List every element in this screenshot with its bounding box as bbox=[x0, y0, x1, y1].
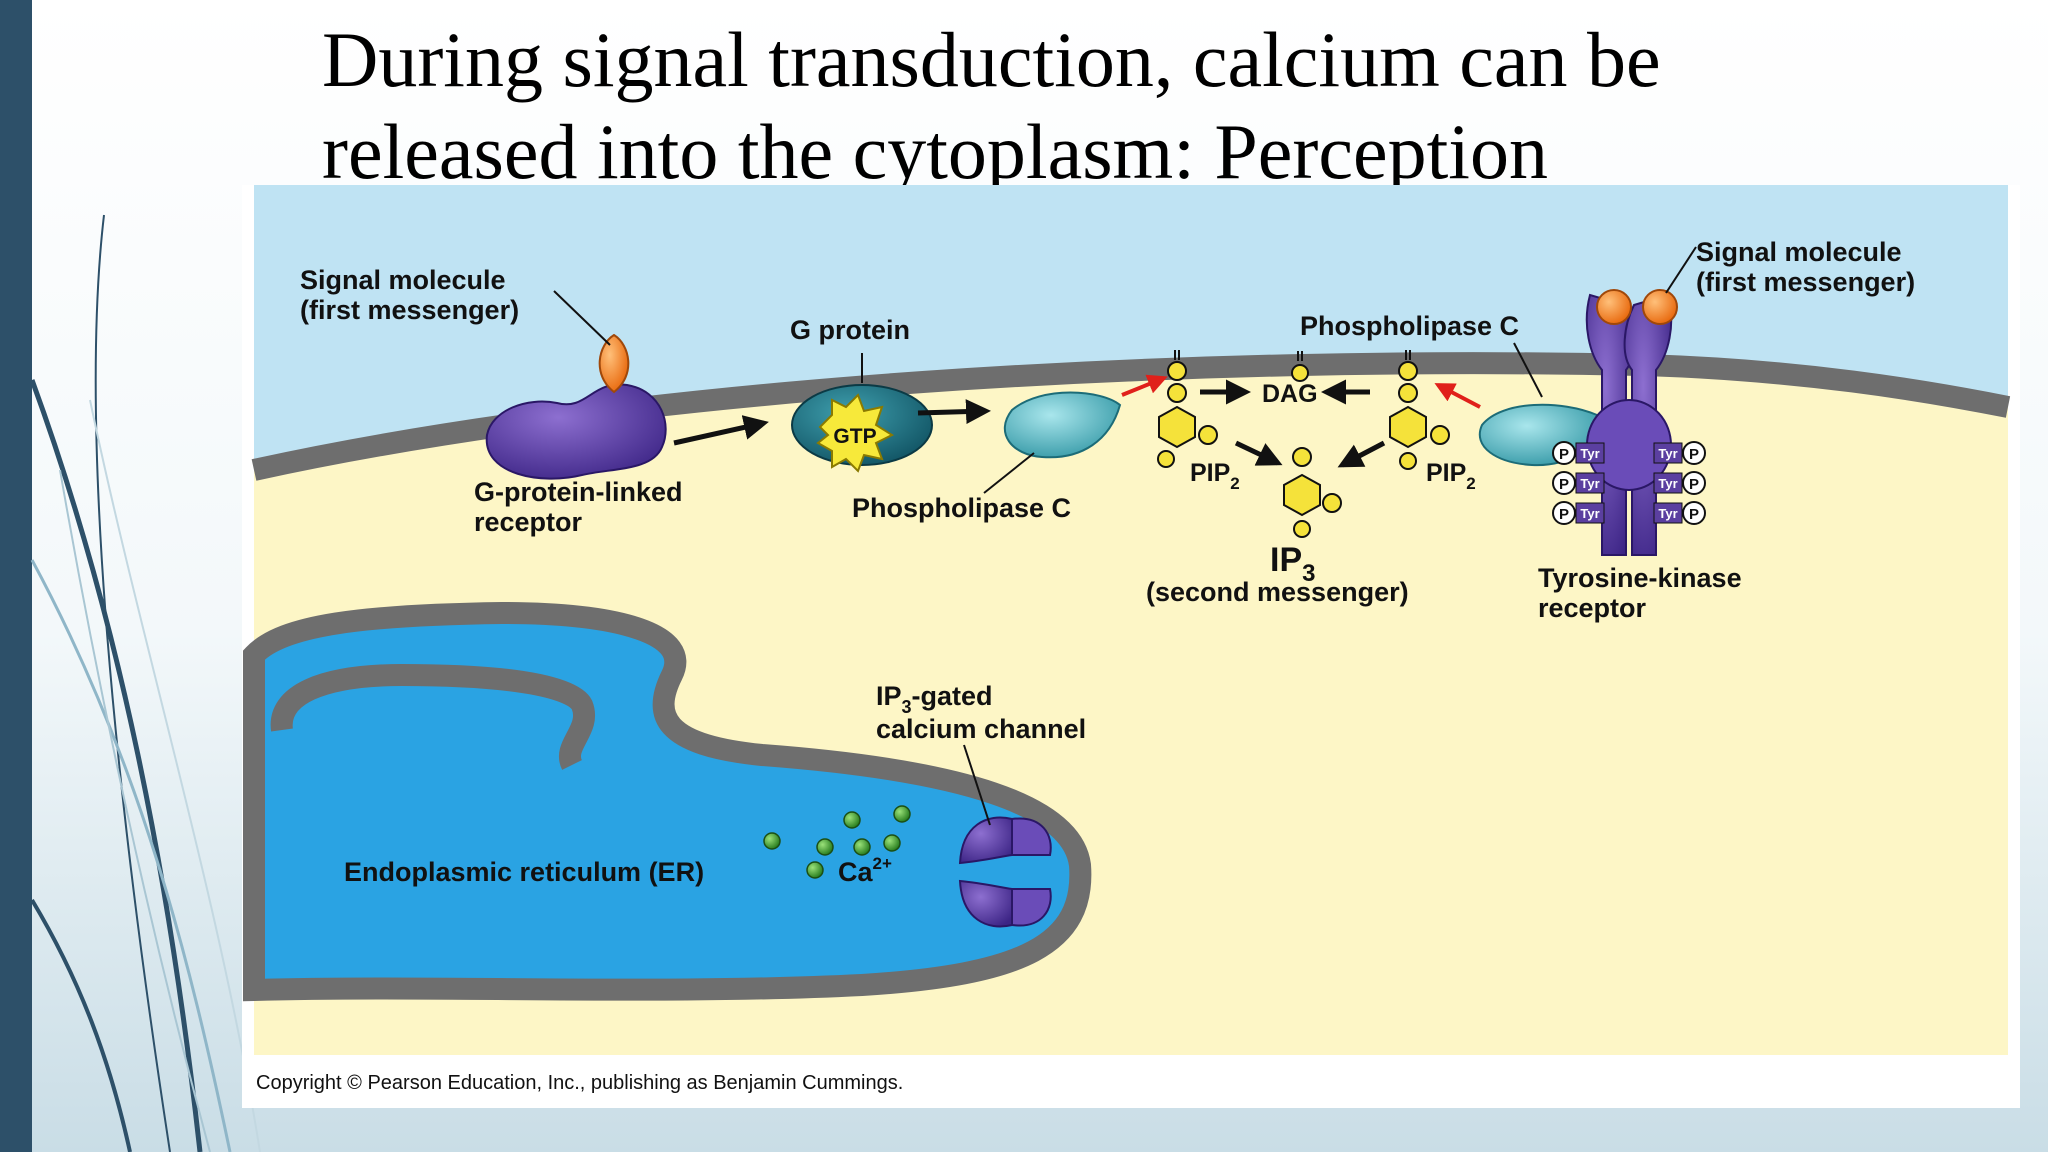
label-tyrosine-kinase-1: Tyrosine-kinase bbox=[1538, 563, 1742, 593]
dag-molecule bbox=[1291, 351, 1309, 382]
label-gpcr-2: receptor bbox=[474, 507, 583, 537]
tyr-label-l3: Tyr bbox=[1580, 506, 1599, 521]
label-dag: DAG bbox=[1262, 380, 1318, 408]
signal-molecule-right-a bbox=[1596, 289, 1632, 325]
signal-transduction-diagram: P P P P P P Tyr Tyr Tyr Tyr Tyr Tyr Sign… bbox=[242, 185, 2020, 1108]
label-g-protein: G protein bbox=[790, 315, 910, 345]
arrow-pip2-to-ip3-left bbox=[1234, 440, 1283, 466]
arrow-pip2-to-ip3-right bbox=[1337, 440, 1386, 468]
tyr-label-l2: Tyr bbox=[1580, 476, 1599, 491]
signal-molecule-right-b bbox=[1642, 289, 1678, 325]
pip2-molecule-right bbox=[1389, 350, 1450, 470]
arrow-plc-red-left bbox=[1121, 374, 1168, 397]
phospholipase-c-middle bbox=[1003, 391, 1122, 459]
signal-molecule-left bbox=[598, 333, 630, 394]
calcium-channel-pointer bbox=[963, 744, 991, 826]
ip3-gated-calcium-channel bbox=[958, 816, 1052, 928]
slide-title-line-2: released into the cytoplasm: Perception bbox=[322, 108, 1548, 195]
p-label-l2: P bbox=[1559, 476, 1569, 493]
phospho-tyrosine-right bbox=[1653, 441, 1706, 525]
label-signal-molecule-right-1: Signal molecule bbox=[1696, 237, 1902, 267]
slide-title: During signal transduction, calcium can … bbox=[322, 14, 2022, 198]
signal-molecule-left-pointer bbox=[553, 290, 611, 346]
decorative-swooshes bbox=[29, 214, 261, 1152]
label-signal-molecule-right-2: (first messenger) bbox=[1696, 267, 1915, 297]
tyrosine-kinase-receptor bbox=[1585, 293, 1673, 556]
label-pip2-left: PIP2 bbox=[1190, 459, 1240, 493]
p-label-l1: P bbox=[1559, 446, 1569, 463]
p-label-r1: P bbox=[1689, 446, 1699, 463]
gtp-starburst bbox=[816, 393, 895, 473]
label-pip2-right: PIP2 bbox=[1426, 459, 1476, 493]
arrow-receptor-to-gprotein bbox=[673, 415, 769, 446]
signal-molecule-right-pointer bbox=[1665, 246, 1697, 294]
slide-title-line-1: During signal transduction, calcium can … bbox=[322, 16, 1661, 103]
arrow-gprotein-to-plc bbox=[917, 399, 991, 425]
tyr-label-r3: Tyr bbox=[1658, 506, 1677, 521]
label-er: Endoplasmic reticulum (ER) bbox=[344, 857, 704, 887]
label-ip3: IP3 bbox=[1270, 541, 1315, 587]
label-second-messenger: (second messenger) bbox=[1146, 577, 1409, 607]
phospholipase-c-right-pointer bbox=[1513, 342, 1543, 398]
calcium-ions bbox=[763, 805, 911, 879]
slide-left-bar bbox=[0, 0, 32, 1152]
gtp-label: GTP bbox=[833, 425, 876, 448]
label-calcium: Ca2+ bbox=[838, 854, 892, 887]
label-signal-molecule-left-1: Signal molecule bbox=[300, 265, 506, 295]
er-fold-outline bbox=[270, 663, 595, 770]
ip3-molecule bbox=[1283, 447, 1342, 538]
p-label-r2: P bbox=[1689, 476, 1699, 493]
copyright-text: Copyright © Pearson Education, Inc., pub… bbox=[256, 1072, 903, 1094]
label-signal-molecule-left-2: (first messenger) bbox=[300, 295, 519, 325]
tyr-label-r1: Tyr bbox=[1658, 446, 1677, 461]
endoplasmic-reticulum bbox=[243, 601, 1092, 1002]
phospholipase-c-middle-pointer bbox=[983, 452, 1035, 494]
label-calcium-channel-2: calcium channel bbox=[876, 714, 1086, 744]
label-calcium-channel-1: IP3-gated bbox=[876, 681, 993, 717]
label-phospholipase-c-lower: Phospholipase C bbox=[852, 493, 1071, 523]
tyr-label-r2: Tyr bbox=[1658, 476, 1677, 491]
label-phospholipase-c-upper: Phospholipase C bbox=[1300, 311, 1519, 341]
p-label-r3: P bbox=[1689, 506, 1699, 523]
tyr-label-l1: Tyr bbox=[1580, 446, 1599, 461]
p-label-l3: P bbox=[1559, 506, 1569, 523]
label-gpcr-1: G-protein-linked bbox=[474, 477, 683, 507]
gpcr-receptor bbox=[485, 383, 667, 480]
phospho-tyrosine-left bbox=[1552, 441, 1605, 525]
pip2-molecule-left bbox=[1157, 350, 1218, 468]
label-tyrosine-kinase-2: receptor bbox=[1538, 593, 1647, 623]
arrow-plc-red-right bbox=[1434, 383, 1481, 409]
